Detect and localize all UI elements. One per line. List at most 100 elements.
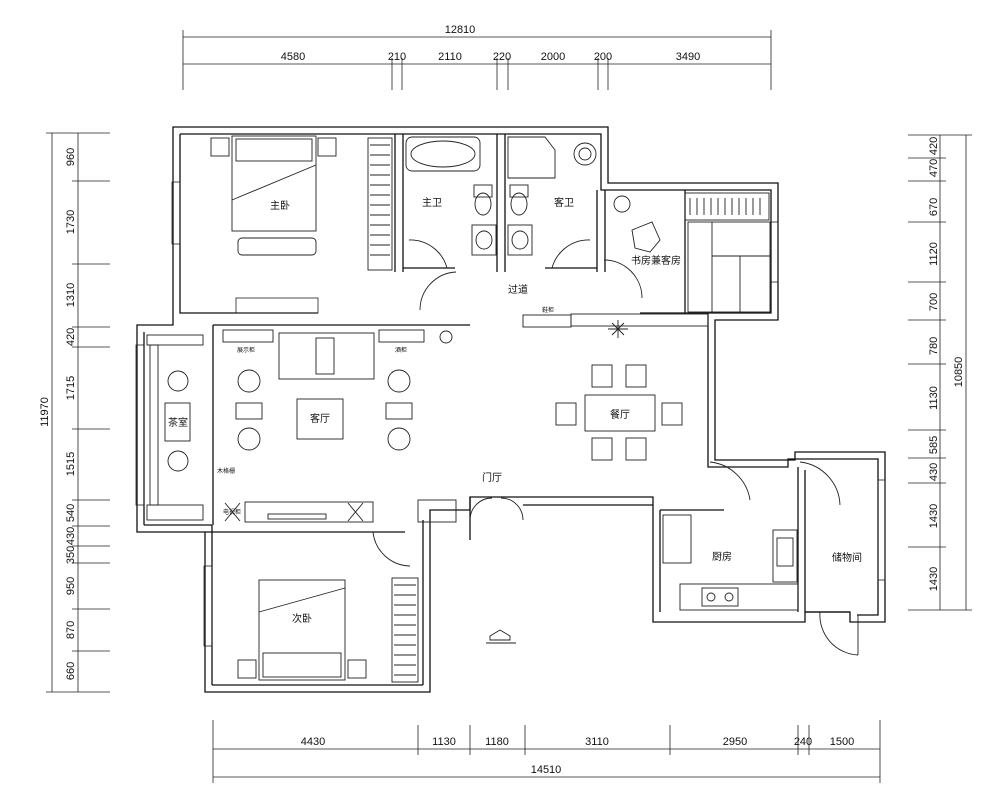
room-label-second-bedroom: 次卧 bbox=[292, 612, 312, 625]
room-label-dining-room: 餐厅 bbox=[610, 408, 630, 421]
tea-room: 茶室 木格栅 bbox=[146, 334, 235, 521]
room-label-kitchen: 厨房 bbox=[712, 550, 732, 563]
room-label-corridor: 过道 bbox=[508, 283, 528, 296]
dining-room: 餐厅 bbox=[555, 364, 683, 461]
dim-bottom-seg: 3110 bbox=[585, 736, 609, 748]
dim-left-seg: 960 bbox=[65, 148, 77, 166]
dim-left-seg: 1310 bbox=[65, 283, 77, 307]
shower bbox=[507, 136, 556, 179]
cabinet bbox=[378, 329, 425, 343]
study: 书房兼客房 bbox=[603, 192, 771, 313]
label-partition-note: 木格栅 bbox=[217, 467, 235, 475]
room-label-master-bedroom: 主卧 bbox=[270, 199, 290, 212]
nightstand bbox=[317, 137, 337, 157]
right-dimensions: 470 420 670 1120 700 780 1130 585 430 14… bbox=[908, 134, 972, 611]
dim-bottom-seg: 2950 bbox=[723, 736, 747, 748]
washing-machine bbox=[573, 142, 597, 166]
nightstand bbox=[210, 137, 230, 157]
room-label-guest-bath: 客卫 bbox=[554, 196, 574, 209]
chair bbox=[613, 195, 631, 213]
toilet bbox=[473, 184, 493, 198]
armchair bbox=[237, 427, 261, 451]
tea-table bbox=[164, 402, 191, 442]
room-label-entry: 门厅 bbox=[482, 471, 502, 484]
dim-right-seg: 1130 bbox=[928, 386, 940, 410]
dim-bottom-seg: 1130 bbox=[432, 736, 456, 748]
dim-left-seg: 1730 bbox=[65, 210, 77, 234]
stove bbox=[701, 587, 739, 607]
cabinet bbox=[222, 329, 274, 343]
sink bbox=[507, 224, 533, 256]
windows bbox=[135, 181, 886, 647]
shoe-cabinet bbox=[522, 314, 572, 328]
dim-left-seg: 430 bbox=[65, 527, 77, 545]
wardrobe bbox=[391, 577, 419, 683]
sofa bbox=[278, 332, 375, 380]
bathtub bbox=[405, 136, 481, 172]
room-label-storage: 储物间 bbox=[832, 551, 862, 564]
room-label-living-room: 客厅 bbox=[310, 412, 330, 425]
walls bbox=[136, 126, 886, 693]
dim-top-seg: 3490 bbox=[676, 51, 700, 63]
entry: 门厅 bbox=[372, 461, 841, 567]
armchair bbox=[387, 369, 411, 393]
dim-right-seg: 700 bbox=[928, 293, 940, 311]
top-dimensions: 12810 4580 210 2110 220 2000 200 3490 bbox=[182, 24, 772, 90]
wardrobe bbox=[367, 137, 393, 271]
tatami bbox=[687, 221, 771, 313]
armchair bbox=[237, 369, 261, 393]
dim-top-seg: 4580 bbox=[281, 51, 305, 63]
dim-right-seg: 1430 bbox=[928, 567, 940, 591]
dim-left-seg: 660 bbox=[65, 662, 77, 680]
dim-bottom-total: 14510 bbox=[531, 764, 562, 776]
sink bbox=[471, 224, 497, 256]
dim-right-total: 10850 bbox=[953, 357, 965, 388]
bed bbox=[258, 579, 346, 681]
dim-top-seg: 200 bbox=[594, 51, 612, 63]
bottom-dimensions: 4430 1130 1180 3110 2950 240 1500 14510 bbox=[212, 720, 881, 783]
dim-left-seg: 420 bbox=[65, 328, 77, 346]
dim-left-seg: 350 bbox=[65, 546, 77, 564]
dim-right-seg: 420 bbox=[928, 137, 940, 155]
label-display-cabinet-left: 展示柜 bbox=[237, 346, 255, 354]
dim-right-seg: 430 bbox=[928, 463, 940, 481]
dim-right-seg: 470 bbox=[928, 159, 940, 177]
room-label-tea-room: 茶室 bbox=[168, 416, 188, 429]
dim-right-seg: 780 bbox=[928, 337, 940, 355]
dim-bottom-seg: 240 bbox=[794, 736, 812, 748]
dim-bottom-seg: 1500 bbox=[830, 736, 854, 748]
bathrooms: 主卫 客卫 bbox=[405, 136, 597, 269]
dim-left-seg: 540 bbox=[65, 504, 77, 522]
dim-left-seg: 1715 bbox=[65, 376, 77, 400]
nightstand bbox=[347, 659, 367, 679]
dim-top-seg: 210 bbox=[388, 51, 406, 63]
storage: 储物间 bbox=[819, 551, 862, 656]
dim-left-total: 11970 bbox=[39, 397, 51, 427]
bench bbox=[237, 237, 317, 256]
dim-left-seg: 870 bbox=[65, 621, 77, 639]
nightstand bbox=[237, 659, 257, 679]
armchair bbox=[387, 427, 411, 451]
dim-top-total: 12810 bbox=[445, 24, 476, 36]
dim-top-seg: 2110 bbox=[438, 51, 462, 63]
counter bbox=[772, 529, 798, 583]
dim-right-seg: 585 bbox=[928, 436, 940, 454]
dim-left-seg: 950 bbox=[65, 577, 77, 595]
dim-bottom-seg: 4430 bbox=[301, 736, 325, 748]
dining-table bbox=[584, 394, 656, 432]
left-dimensions: 11970 960 1730 1310 420 1715 1515 540 43… bbox=[39, 132, 110, 693]
second-bedroom: 次卧 bbox=[237, 577, 516, 683]
desk-chair bbox=[631, 221, 661, 253]
dim-right-seg: 1120 bbox=[928, 242, 940, 266]
room-label-main-bath: 主卫 bbox=[422, 197, 442, 209]
coffee-table bbox=[296, 398, 344, 440]
tv-cabinet bbox=[244, 501, 374, 523]
bookshelf bbox=[684, 192, 770, 221]
label-display-cabinet-right: 酒柜 bbox=[395, 346, 407, 354]
sink bbox=[776, 537, 794, 567]
toilet bbox=[509, 184, 529, 198]
dim-right-seg: 1430 bbox=[928, 504, 940, 528]
room-label-study: 书房兼客房 bbox=[631, 254, 681, 267]
counter bbox=[662, 514, 692, 564]
dim-right-seg: 670 bbox=[928, 198, 940, 216]
